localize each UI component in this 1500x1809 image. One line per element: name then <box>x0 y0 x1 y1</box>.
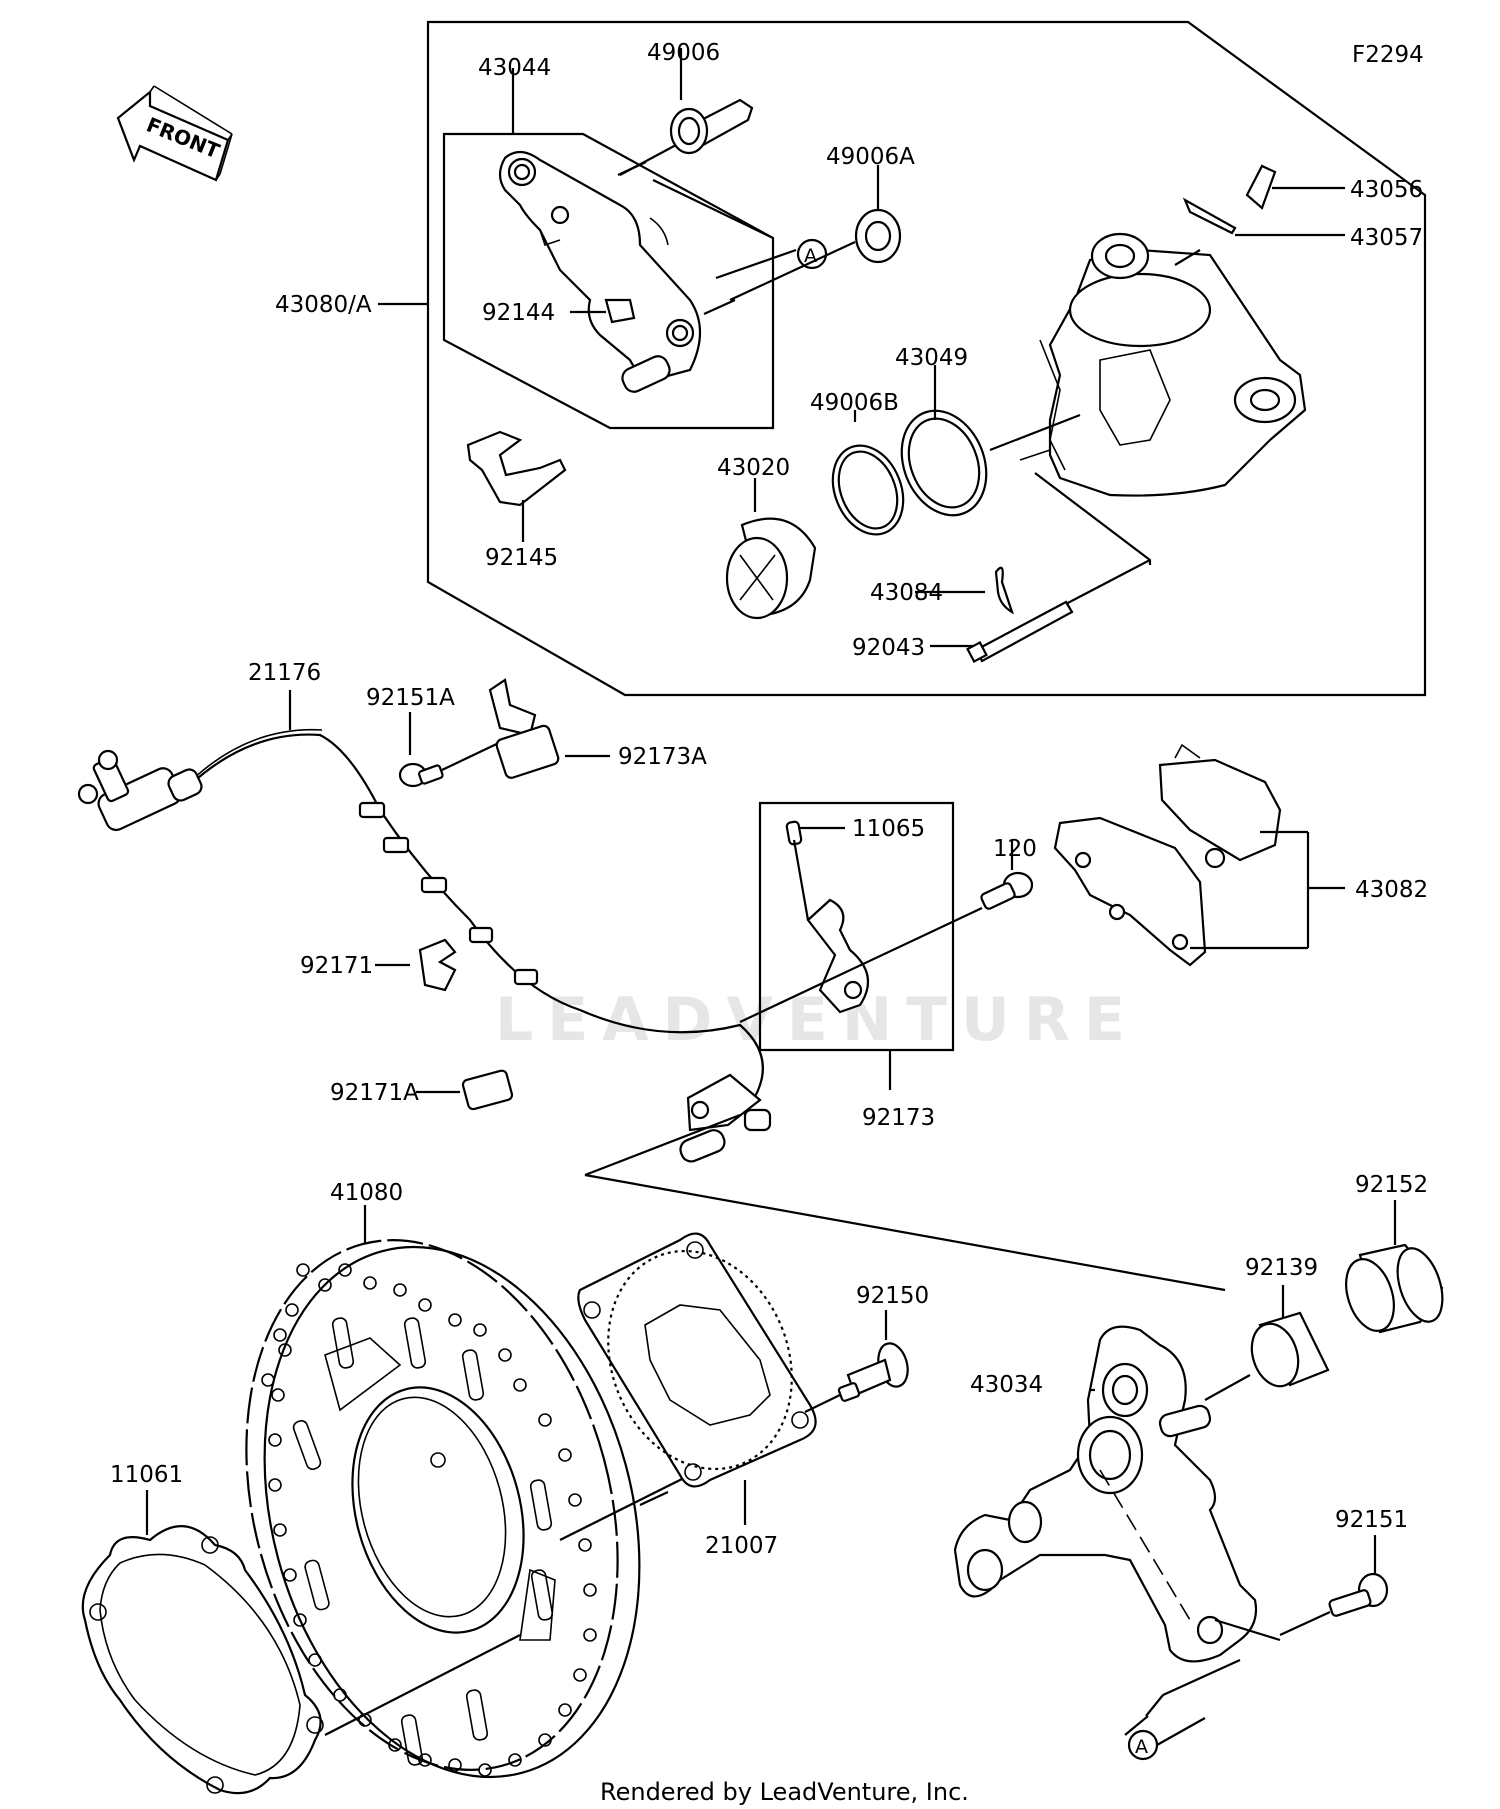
caliper-bracket <box>498 150 736 393</box>
figure-code: F2294 <box>1352 42 1424 68</box>
cap-43057 <box>1174 197 1345 266</box>
footer-credit: Rendered by LeadVenture, Inc. <box>600 1778 969 1806</box>
clip-92171A <box>416 1069 514 1111</box>
label-92145: 92145 <box>485 545 558 571</box>
caliper-holder-43034 <box>953 1325 1258 1663</box>
label-43082: 43082 <box>1355 877 1428 903</box>
label-92150: 92150 <box>856 1283 929 1309</box>
caliper-group-frame <box>426 20 1427 697</box>
label-92173: 92173 <box>862 1105 935 1131</box>
callout-a-top: A <box>715 238 828 280</box>
bolt-120 <box>739 840 1034 1023</box>
abs-sensor-21176 <box>77 690 772 1163</box>
collar-92152 <box>1345 1200 1444 1334</box>
caliper-body <box>989 232 1307 497</box>
seal-49006B <box>831 410 905 536</box>
gasket-11061 <box>81 1490 521 1795</box>
label-21176: 21176 <box>248 660 321 686</box>
label-92171A: 92171A <box>330 1080 419 1106</box>
label-49006: 49006 <box>647 40 720 66</box>
brake-rotor-41080 <box>245 1205 701 1779</box>
label-43020: 43020 <box>717 455 790 481</box>
bolt-92151A <box>398 712 506 788</box>
label-49006A: 49006A <box>826 144 915 170</box>
front-arrow-icon: FRONT <box>116 85 233 182</box>
pad-pin-92043 <box>930 600 1074 663</box>
seal-43049 <box>900 365 988 517</box>
clip-92171 <box>375 938 457 992</box>
bracket-frame <box>442 132 775 430</box>
label-92171: 92171 <box>300 953 373 979</box>
label-92173A: 92173A <box>618 744 707 770</box>
label-92152: 92152 <box>1355 1172 1428 1198</box>
label-43057: 43057 <box>1350 225 1423 251</box>
watermark: LEADVENTURE <box>495 985 1139 1055</box>
bolt-92150 <box>804 1310 909 1413</box>
label-43044: 43044 <box>478 55 551 81</box>
bushing-92139 <box>1204 1285 1330 1401</box>
label-92043: 92043 <box>852 635 925 661</box>
clamp-92173A <box>488 678 610 779</box>
pin-clip-43084 <box>915 566 1014 615</box>
label-92151A: 92151A <box>366 685 455 711</box>
slide-pin-49006 <box>619 48 754 176</box>
sensor-bracket-frame <box>758 801 955 1052</box>
label-11061: 11061 <box>110 1462 183 1488</box>
label-92139: 92139 <box>1245 1255 1318 1281</box>
label-11065: 11065 <box>852 816 925 842</box>
bleeder-43056 <box>1245 164 1345 210</box>
label-92144: 92144 <box>482 300 555 326</box>
boot-49006A <box>729 165 902 301</box>
bolt-92151 <box>1279 1535 1389 1636</box>
label-43080A: 43080/A <box>275 292 372 318</box>
piston-43020 <box>725 478 817 620</box>
label-120: 120 <box>993 836 1037 862</box>
part-labels: 43044 49006 49006A 43056 43057 43080/A 9… <box>110 40 1428 1559</box>
callout-a-bottom: A <box>1124 1618 1281 1761</box>
callout-a-label-bottom: A <box>1135 1736 1148 1758</box>
tone-ring-21007 <box>577 1232 817 1525</box>
brake-pads-43082 <box>1053 743 1345 967</box>
label-43084: 43084 <box>870 580 943 606</box>
clip-92144 <box>570 298 636 324</box>
pad-spring-92145 <box>466 430 567 542</box>
label-92151: 92151 <box>1335 1507 1408 1533</box>
label-21007: 21007 <box>705 1533 778 1559</box>
label-41080: 41080 <box>330 1180 403 1206</box>
label-49006B: 49006B <box>810 390 899 416</box>
sensor-bracket-92173 <box>785 820 870 1014</box>
label-43034: 43034 <box>970 1372 1043 1398</box>
label-43049: 43049 <box>895 345 968 371</box>
label-43056: 43056 <box>1350 177 1423 203</box>
